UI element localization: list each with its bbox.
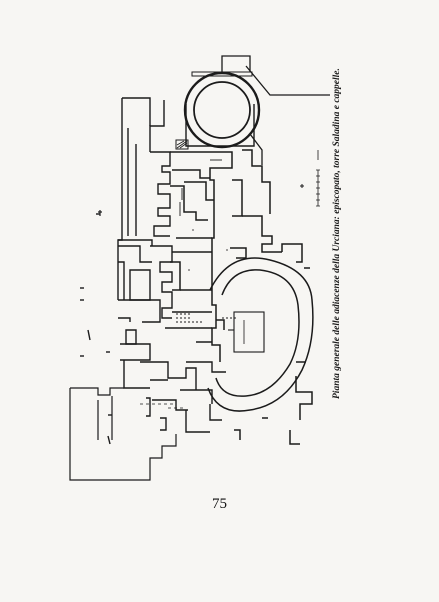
west-fragments — [80, 213, 112, 445]
central-complex — [165, 151, 233, 362]
figure-caption: Pianta generale delle adiacenze della Ur… — [332, 68, 342, 399]
dashed-guides — [140, 403, 186, 409]
scale-marker — [300, 184, 304, 188]
tower-circle — [183, 55, 330, 165]
plan-inscriptions — [179, 159, 222, 216]
outer-boundary — [69, 387, 177, 481]
west-wing — [117, 97, 173, 323]
hall-interior — [228, 311, 265, 353]
room-marks — [188, 229, 228, 271]
page-number: 75 — [212, 496, 227, 512]
scale-icon — [316, 150, 320, 207]
north-arrow-icon — [98, 210, 102, 216]
southwest-rooms — [120, 329, 226, 433]
east-annex — [207, 149, 314, 445]
door-marks — [176, 313, 236, 323]
hatched-block — [175, 139, 189, 150]
